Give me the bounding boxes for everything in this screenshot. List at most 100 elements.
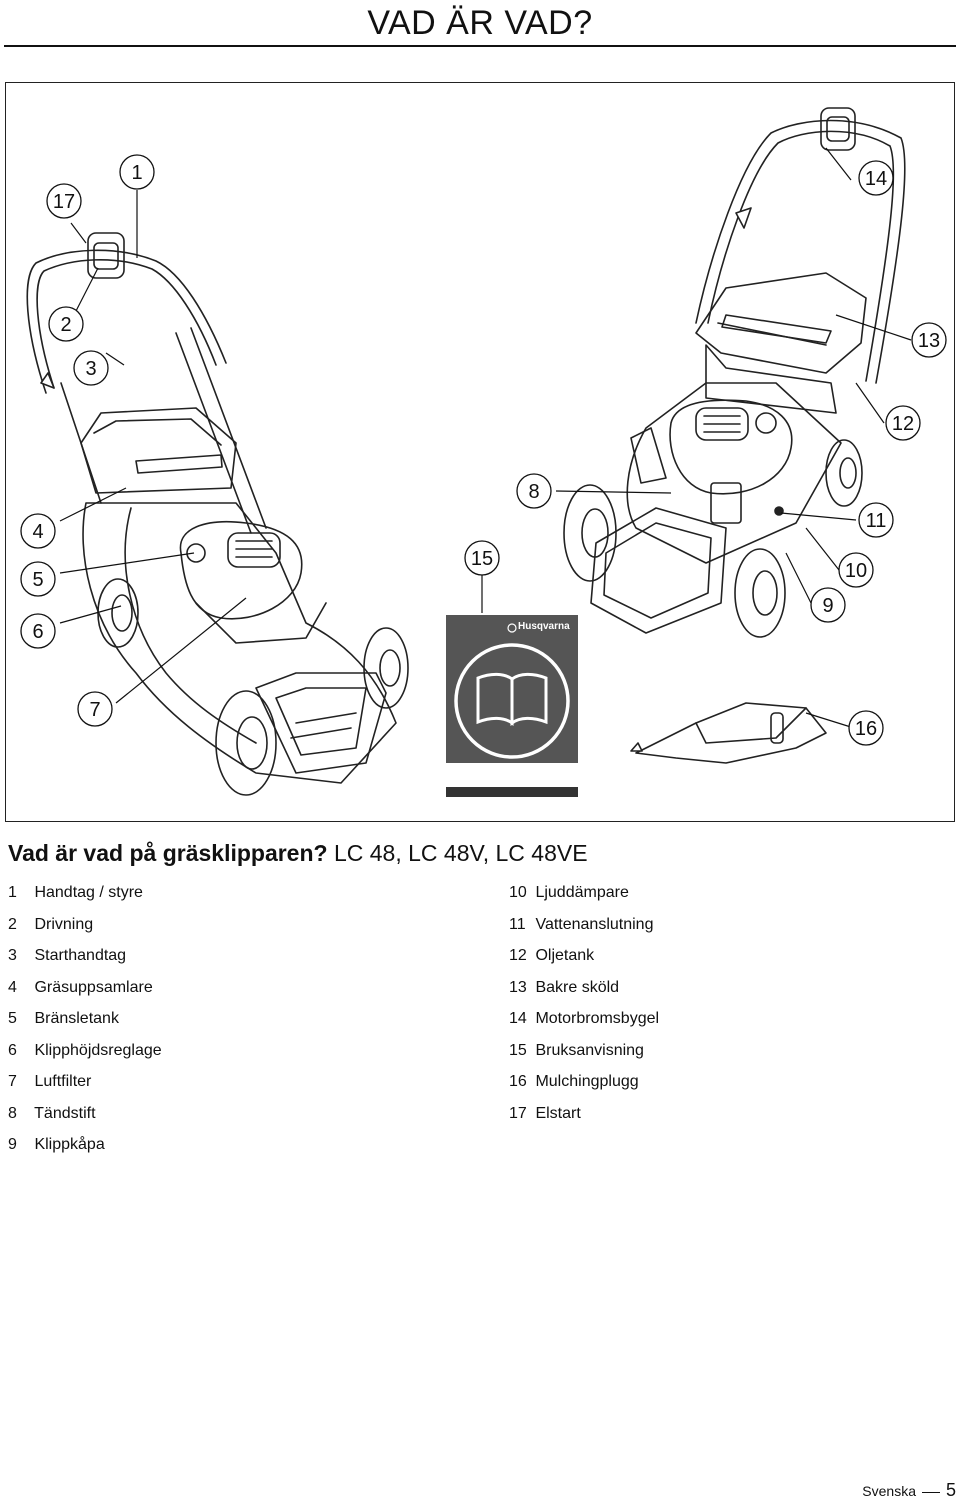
list-item: 14 Motorbromsbygel xyxy=(509,1008,659,1040)
part-number: 16 xyxy=(509,1073,527,1090)
part-label: Tändstift xyxy=(34,1104,96,1122)
svg-text:7: 7 xyxy=(89,699,100,721)
part-number: 11 xyxy=(509,915,526,933)
part-label: Elstart xyxy=(535,1104,581,1122)
svg-text:4: 4 xyxy=(32,521,43,543)
page-footer: Svenska 5 xyxy=(862,1480,956,1501)
callout-11: 11 xyxy=(858,502,894,538)
list-item: 13 Bakre sköld xyxy=(509,977,659,1009)
svg-text:12: 12 xyxy=(892,413,914,435)
footer-language: Svenska xyxy=(862,1483,916,1499)
svg-text:13: 13 xyxy=(918,330,940,352)
part-label: Drivning xyxy=(34,915,94,933)
callout-13: 13 xyxy=(911,322,947,358)
list-item: 4 Gräsuppsamlare xyxy=(8,977,162,1009)
callout-7: 7 xyxy=(77,691,113,727)
callout-2: 2 xyxy=(48,306,84,342)
part-number: 9 xyxy=(8,1136,17,1153)
footer-divider xyxy=(921,1491,940,1493)
part-label: Klippkåpa xyxy=(34,1136,105,1153)
part-label: Bruksanvisning xyxy=(535,1041,644,1059)
right-mower-drawing xyxy=(563,107,906,638)
list-item: 1 Handtag / styre xyxy=(8,882,162,914)
page-number: 5 xyxy=(945,1480,956,1500)
part-number: 3 xyxy=(8,947,17,964)
part-number: 8 xyxy=(8,1104,17,1122)
callout-15: 15 xyxy=(464,540,500,576)
part-label: Handtag / styre xyxy=(34,884,143,901)
svg-text:6: 6 xyxy=(32,621,43,643)
list-item: 9 Klippkåpa xyxy=(8,1134,162,1166)
callout-12: 12 xyxy=(885,405,921,441)
svg-text:14: 14 xyxy=(865,168,887,190)
part-label: Gräsuppsamlare xyxy=(34,978,153,996)
list-item: 5 Bränsletank xyxy=(8,1008,162,1040)
list-item: 3 Starthandtag xyxy=(8,945,162,977)
svg-text:2: 2 xyxy=(60,314,71,336)
part-label: Ljuddämpare xyxy=(535,884,629,901)
part-label: Bränsletank xyxy=(34,1010,119,1027)
part-number: 4 xyxy=(8,978,17,996)
svg-text:17: 17 xyxy=(53,191,75,213)
list-item: 6 Klipphöjdsreglage xyxy=(8,1040,162,1072)
list-item: 12 Oljetank xyxy=(509,945,659,977)
model-list: LC 48, LC 48V, LC 48VE xyxy=(333,840,588,866)
list-item: 17 Elstart xyxy=(509,1103,659,1135)
part-label: Klipphöjdsreglage xyxy=(34,1041,162,1059)
mulching-plug-drawing xyxy=(630,702,827,764)
brand-label: Husqvarna xyxy=(518,621,570,632)
svg-text:9: 9 xyxy=(822,595,833,617)
list-item: 8 Tändstift xyxy=(8,1103,162,1135)
callout-1: 1 xyxy=(119,154,155,190)
part-label: Vattenanslutning xyxy=(535,915,654,933)
part-label: Luftfilter xyxy=(34,1073,92,1090)
svg-text:3: 3 xyxy=(85,358,96,380)
callout-17: 17 xyxy=(46,183,82,219)
part-label: Starthandtag xyxy=(34,947,127,964)
callout-14: 14 xyxy=(858,160,894,196)
callout-4: 4 xyxy=(20,513,56,549)
svg-text:8: 8 xyxy=(528,481,539,503)
part-label: Oljetank xyxy=(535,947,595,964)
title-divider xyxy=(4,45,956,47)
part-label: Motorbromsbygel xyxy=(535,1010,660,1027)
svg-text:10: 10 xyxy=(845,560,867,582)
callout-3: 3 xyxy=(73,350,109,386)
list-item: 15 Bruksanvisning xyxy=(509,1040,659,1072)
part-number: 5 xyxy=(8,1010,17,1027)
part-number: 12 xyxy=(509,947,527,964)
list-item: 7 Luftfilter xyxy=(8,1071,162,1103)
svg-text:5: 5 xyxy=(32,569,43,591)
svg-text:11: 11 xyxy=(866,510,887,532)
section-heading-text: Vad är vad på gräsklipparen? xyxy=(8,840,328,866)
part-number: 14 xyxy=(509,1010,527,1027)
part-number: 15 xyxy=(509,1041,527,1059)
list-item: 10 Ljuddämpare xyxy=(509,882,659,914)
mower-parts-figure: Husqvarna xyxy=(5,82,955,822)
left-mower-drawing xyxy=(26,232,409,796)
part-number: 17 xyxy=(509,1104,527,1122)
parts-list-left: 1 Handtag / styre 2 Drivning 3 Starthand… xyxy=(8,882,162,1166)
list-item: 16 Mulchingplugg xyxy=(509,1071,659,1103)
part-number: 6 xyxy=(8,1041,17,1059)
callout-10: 10 xyxy=(838,552,874,588)
parts-list-right: 10 Ljuddämpare 11 Vattenanslutning 12 Ol… xyxy=(509,882,659,1134)
callout-9: 9 xyxy=(810,587,846,623)
part-number: 13 xyxy=(509,978,527,996)
section-heading: Vad är vad på gräsklipparen? LC 48, LC 4… xyxy=(8,840,588,867)
part-label: Mulchingplugg xyxy=(535,1073,639,1090)
list-item: 11 Vattenanslutning xyxy=(509,914,659,946)
svg-text:1: 1 xyxy=(131,162,142,184)
page-title: VAD ÄR VAD? xyxy=(367,4,593,42)
callout-8: 8 xyxy=(516,473,552,509)
part-number: 1 xyxy=(8,884,17,901)
callout-16: 16 xyxy=(848,710,884,746)
list-item: 2 Drivning xyxy=(8,914,162,946)
svg-text:15: 15 xyxy=(471,548,493,570)
part-label: Bakre sköld xyxy=(535,978,620,996)
callouts: 17 1 14 13 2 3 12 8 4 11 15 5 10 6 9 7 1… xyxy=(20,154,947,746)
callout-5: 5 xyxy=(20,561,56,597)
callout-6: 6 xyxy=(20,613,56,649)
part-number: 7 xyxy=(8,1073,17,1090)
book-icon xyxy=(476,672,548,726)
